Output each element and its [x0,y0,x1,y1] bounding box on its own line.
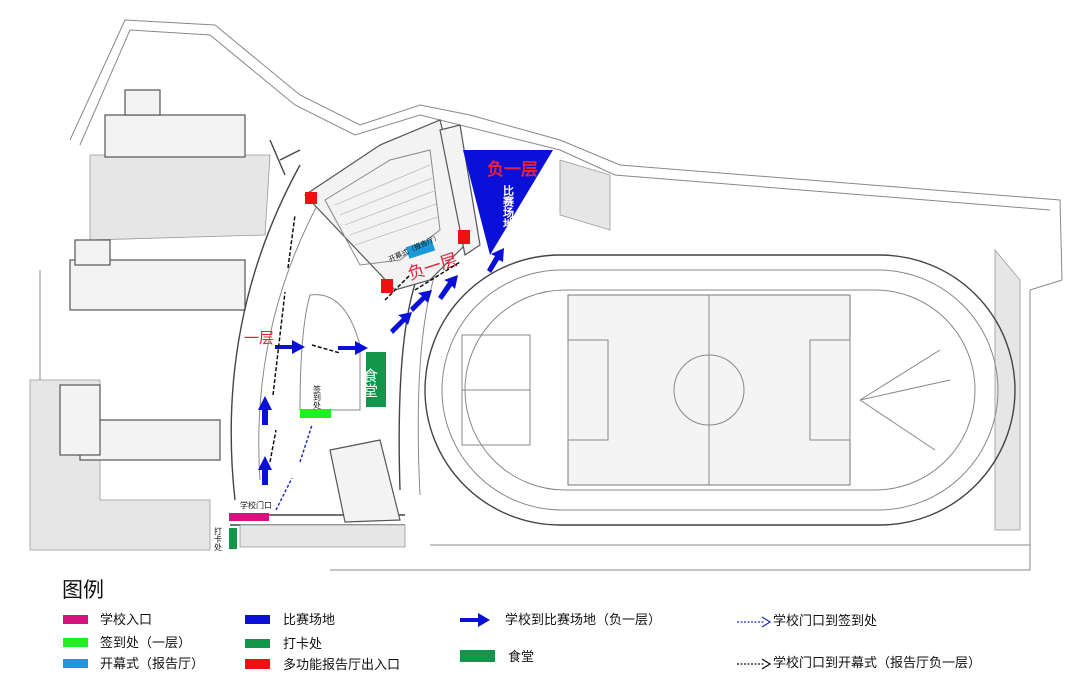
route-gate-to-ceremony [269,214,461,463]
legend-item: 食堂 [460,649,534,665]
swatch-auditorium-exit [245,659,270,669]
blue-arrow [410,290,432,312]
swatch-canteen [460,650,495,662]
svg-text:比赛场地: 比赛场地 [283,612,335,628]
canteen-area[interactable] [366,352,386,407]
swatch-competition-venue [245,615,270,624]
legend-item: 多功能报告厅出入口 [245,657,400,673]
auditorium-exit-marker[interactable] [305,192,317,204]
blue-arrow [390,312,412,334]
legend-item: 学校入口 [63,612,152,628]
swatch-school-entrance [63,615,88,624]
svg-text:签到处（一层）: 签到处（一层） [100,635,191,651]
signin-area[interactable] [300,409,331,418]
auditorium-exits [305,192,470,293]
label-checkin: 打卡处 [214,526,223,552]
legend: 图例 学校入口 签到处（一层） 开幕式（报告厅） 比赛场地 打卡处 多功能报告厅… [62,578,981,673]
svg-text:开幕式（报告厅）: 开幕式（报告厅） [100,657,204,672]
arc-corridor [230,164,441,548]
route-school-to-venue [258,248,504,485]
blue-arrow [438,275,458,300]
svg-text:学校门口到签到处: 学校门口到签到处 [773,613,877,629]
blue-arrow [338,341,368,355]
left-buildings [59,89,301,461]
label-basement-venue: 负一层 [487,159,538,180]
svg-text:学校入口: 学校入口 [100,612,152,628]
svg-text:打卡处: 打卡处 [283,637,322,652]
legend-item: 学校门口到签到处 [737,613,877,629]
svg-text:多功能报告厅出入口: 多功能报告厅出入口 [283,657,400,673]
competition-venue-area[interactable] [463,150,553,255]
svg-text:学校到比赛场地（负一层）: 学校到比赛场地（负一层） [505,612,661,628]
svg-text:食堂: 食堂 [508,649,534,665]
school-entrance-area[interactable] [229,513,269,521]
solid-arrow-icon [460,613,490,627]
blue-arrow [258,396,272,425]
dashed-arrow-icon [737,658,772,670]
legend-item: 学校到比赛场地（负一层） [460,612,661,628]
opening-ceremony-area[interactable] [405,238,436,259]
blue-arrow [258,456,272,485]
legend-item: 签到处（一层） [63,635,191,651]
label-canteen: 食堂 [361,368,379,398]
dashed-arrow-icon [737,616,772,628]
auditorium-exit-marker[interactable] [458,230,470,244]
label-signin: 签到处 [313,384,322,410]
running-track [424,254,1030,546]
legend-item: 开幕式（报告厅） [63,657,204,672]
route-gate-to-signin [275,424,313,511]
swatch-checkin [245,639,270,648]
legend-item: 比赛场地 [245,612,335,628]
blue-arrow [487,248,504,273]
legend-item: 学校门口到开幕式（报告厅负一层） [737,655,981,671]
legend-title: 图例 [62,578,104,602]
swatch-signin [63,638,88,647]
label-competition-venue: 比赛场地 [502,184,516,229]
auditorium-exit-marker[interactable] [381,279,393,293]
label-school-gate: 学校门口 [240,500,272,510]
svg-text:学校门口到开幕式（报告厅负一层）: 学校门口到开幕式（报告厅负一层） [773,655,981,671]
checkin-area[interactable] [229,528,237,549]
blue-arrow [275,340,305,354]
label-first-floor: 一层 [244,329,274,347]
swatch-opening-ceremony [63,659,88,668]
legend-item: 打卡处 [245,637,322,652]
